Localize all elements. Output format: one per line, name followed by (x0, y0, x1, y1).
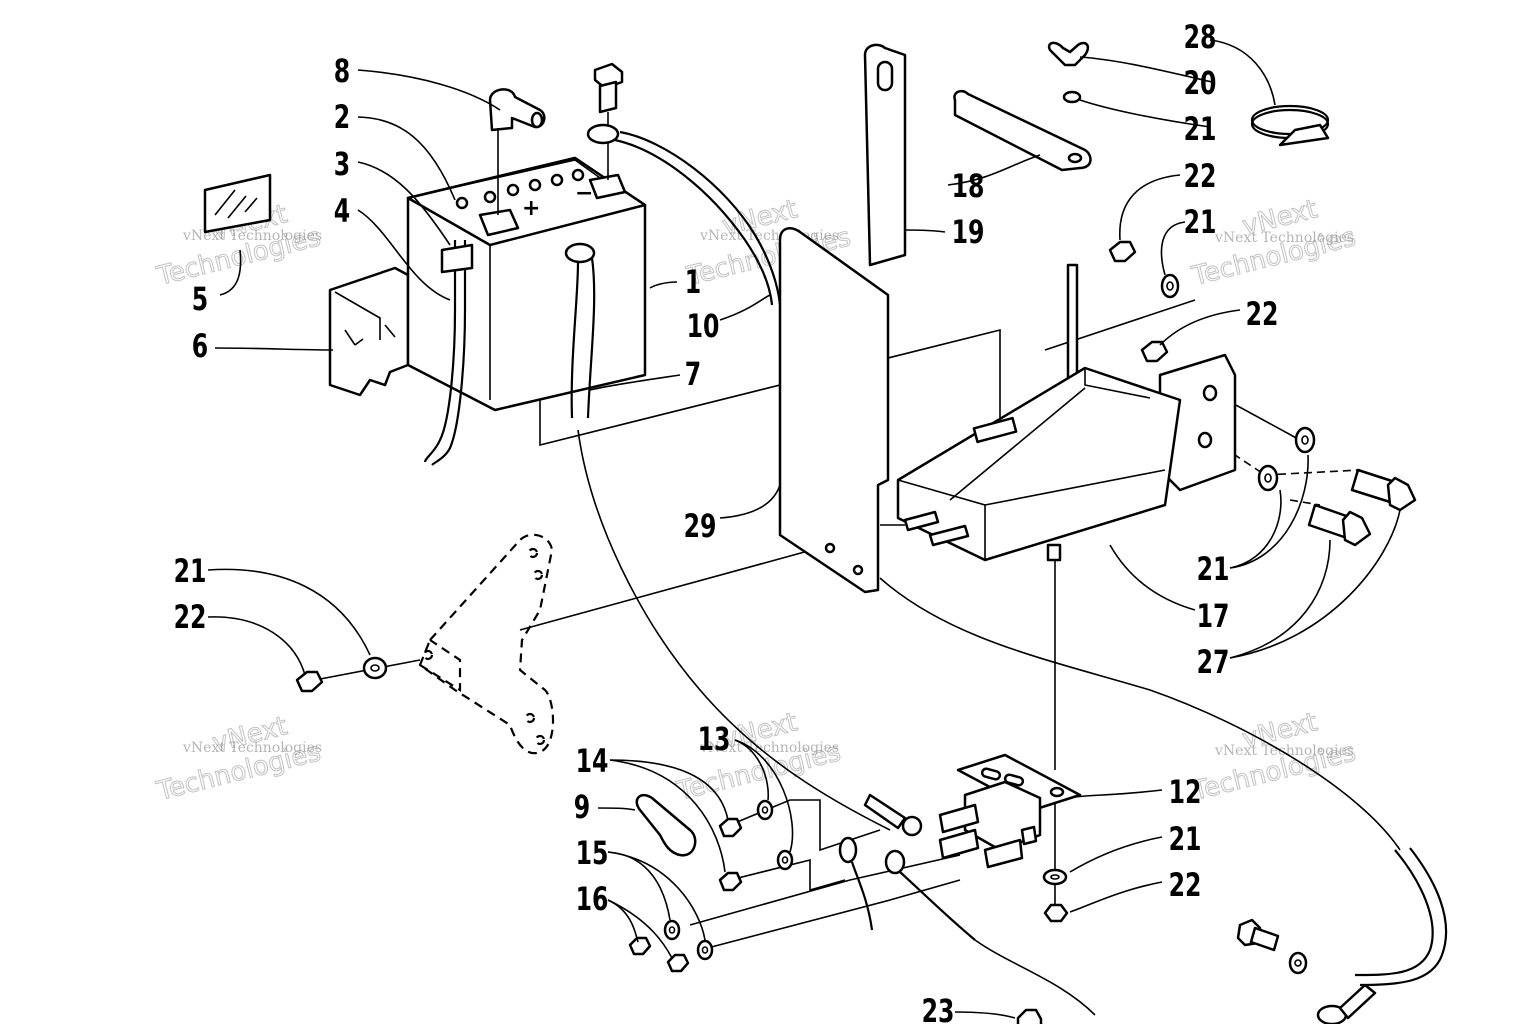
strap-19 (863, 43, 907, 267)
callout-27: 27 (1197, 643, 1230, 680)
callout-28: 28 (1184, 18, 1217, 55)
panel-29 (778, 227, 890, 594)
callout-19: 19 (952, 213, 985, 250)
callout-labels: 8 2 3 4 5 6 1 10 7 29 18 19 28 20 21 22 … (174, 18, 1279, 1024)
nut-22-a (1108, 240, 1137, 263)
callout-14: 14 (576, 742, 609, 779)
callout-3: 3 (334, 145, 350, 182)
positive-cable-7 (564, 242, 891, 831)
washer-13-a (756, 799, 774, 821)
vent-tube-4 (423, 240, 467, 466)
terminal-bolt (593, 62, 624, 114)
callout-20: 20 (1184, 64, 1217, 101)
nut-16-b (666, 953, 690, 973)
bolt-27-a (1350, 468, 1417, 512)
watermark-text: vNext Technologies (1214, 230, 1354, 246)
tube-clamp-3 (440, 243, 474, 274)
callout-22: 22 (1246, 295, 1279, 332)
wing-nut-20 (1047, 41, 1090, 67)
battery-1: + − (406, 156, 647, 412)
washer-21-b (1160, 273, 1180, 299)
washer-21-d (1257, 464, 1279, 492)
callout-6: 6 (192, 327, 208, 364)
nut-14-a (718, 817, 743, 838)
nut-16-a (628, 936, 652, 956)
watermark-text: vNext Technologies (1214, 743, 1354, 759)
callout-21: 21 (1184, 203, 1217, 240)
hold-down-bracket-18 (953, 89, 1092, 172)
callout-17: 17 (1197, 597, 1230, 634)
watermark-text: vNext Technologies (699, 740, 839, 756)
nut-22-b (1140, 340, 1169, 363)
watermark-bottom-right: vNext Technologies vNext Technologies (1188, 707, 1359, 808)
terminal-boot-8 (488, 88, 546, 132)
mounting-bracket-dashed (418, 533, 555, 755)
leader-lines (207, 39, 1401, 1019)
solenoid-12 (938, 753, 1082, 869)
callout-1: 1 (685, 263, 701, 300)
ground-cable-path (879, 577, 1401, 851)
callout-15: 15 (576, 834, 609, 871)
washer-15-a (663, 919, 681, 941)
cable-tie-28 (1250, 104, 1330, 147)
battery-box-6 (328, 266, 410, 397)
ground-washer (1288, 951, 1308, 975)
callout-22: 22 (174, 598, 207, 635)
ring-terminal-wire-a (838, 836, 874, 931)
watermark-text: vNext Technologies (182, 740, 322, 756)
bolt-27-b (1307, 503, 1372, 547)
callout-21: 21 (1197, 550, 1230, 587)
callout-7: 7 (685, 355, 701, 392)
callout-16: 16 (576, 880, 609, 917)
callout-4: 4 (334, 192, 350, 229)
callout-23: 23 (922, 992, 955, 1024)
callout-29: 29 (684, 507, 717, 544)
callout-5: 5 (192, 280, 208, 317)
nut-14-b (718, 871, 743, 892)
battery-tray-17 (896, 353, 1237, 562)
callout-22: 22 (1169, 866, 1202, 903)
cable-7-end (863, 793, 923, 837)
callout-21: 21 (174, 552, 207, 589)
positive-sign: + (522, 196, 540, 221)
callout-21: 21 (1169, 820, 1202, 857)
ring-terminal-wire-b (884, 849, 1096, 1016)
callout-2: 2 (334, 98, 350, 135)
boot-9 (635, 793, 697, 857)
tray-stud-bottom (1046, 543, 1062, 562)
callout-9: 9 (574, 788, 590, 825)
nut-22-d (1043, 903, 1069, 923)
negative-sign: − (575, 181, 593, 206)
callout-21: 21 (1184, 110, 1217, 147)
callout-12: 12 (1169, 773, 1202, 810)
washer-21-top (1062, 90, 1082, 104)
watermark-text: vNext Technologies (182, 228, 322, 244)
decal-5 (203, 173, 272, 234)
washer-21-c (1294, 426, 1316, 454)
callout-22: 22 (1184, 157, 1217, 194)
battery-vent-caps (455, 168, 585, 210)
washer-15-b (696, 939, 714, 961)
tray-studs (903, 510, 970, 547)
washer-21-e (362, 656, 388, 680)
callout-18: 18 (952, 167, 985, 204)
positive-terminal (478, 208, 520, 237)
nut-22-c (295, 670, 324, 693)
negative-cable-10 (586, 123, 782, 306)
washer-13-b (776, 849, 794, 871)
callout-8: 8 (334, 52, 350, 89)
nut-23 (1016, 1008, 1043, 1024)
watermark-bottom-left: vNext Technologies vNext Technologies (153, 711, 324, 808)
ground-cable (1316, 847, 1448, 1024)
ground-bolt (1236, 918, 1280, 952)
callout-10: 10 (687, 307, 720, 344)
callout-13: 13 (698, 720, 731, 757)
washer-21-f (1042, 868, 1068, 886)
